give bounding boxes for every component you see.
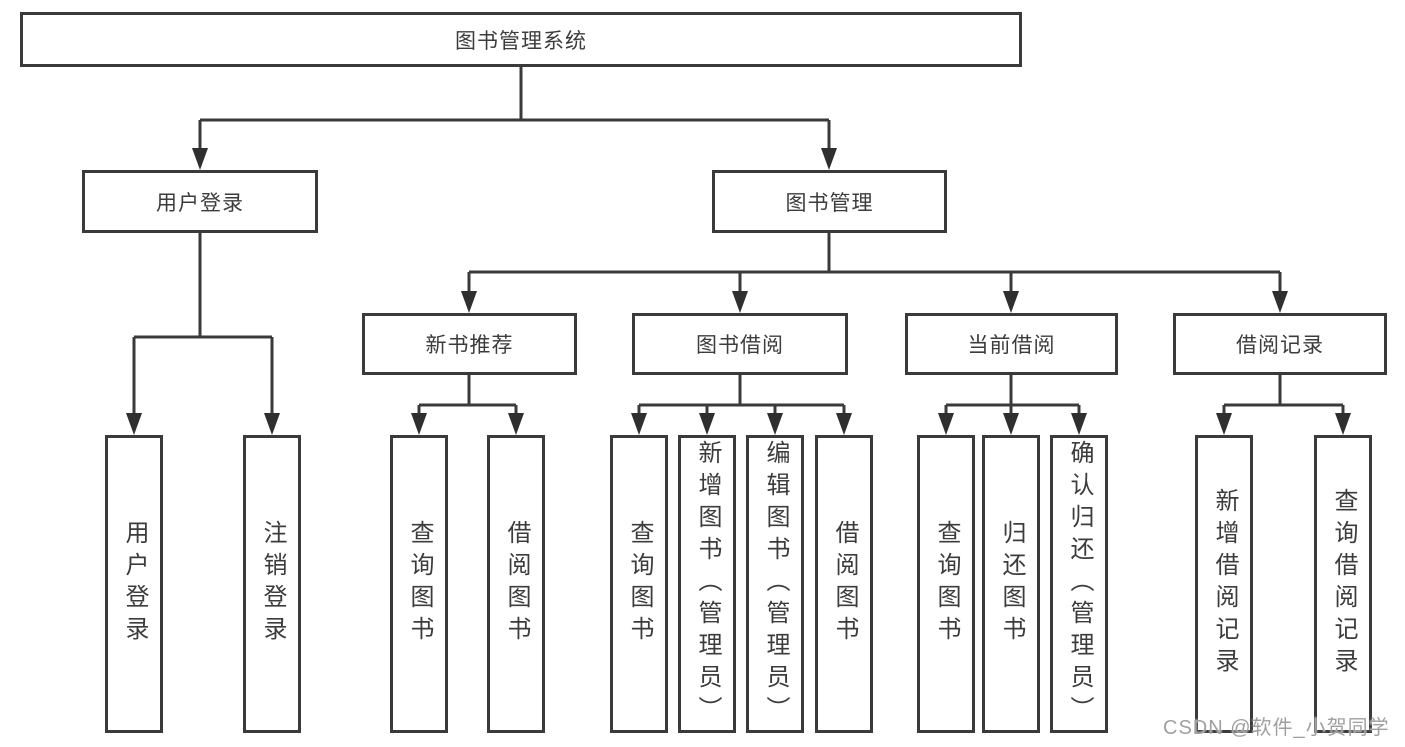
leaf-add-borrow-record: 新增借阅记录 <box>1195 435 1253 733</box>
node-borrow-record: 借阅记录 <box>1173 313 1387 375</box>
leaf-label: 查询图书 <box>626 520 653 648</box>
csdn-watermark: CSDN @软件_小贺同学 <box>1163 717 1390 739</box>
leaf-borrow-book: 借阅图书 <box>815 435 873 733</box>
leaf-query-book: 查询图书 <box>610 435 668 733</box>
leaf-user-login: 用户登录 <box>105 435 163 733</box>
leaf-edit-book-admin: 编辑图书（管理员） <box>746 435 804 733</box>
node-book-management: 图书管理 <box>712 170 947 233</box>
leaf-query-borrow-record: 查询借阅记录 <box>1314 435 1372 733</box>
leaf-label: 确认归还（管理员） <box>1066 440 1093 728</box>
leaf-query-book: 查询图书 <box>917 435 975 733</box>
node-label: 新书推荐 <box>425 334 514 357</box>
node-new-book-recommend: 新书推荐 <box>362 313 577 375</box>
node-label: 当前借阅 <box>967 334 1056 357</box>
node-label: 用户登录 <box>156 191 244 215</box>
leaf-label: 归还图书 <box>998 520 1025 648</box>
leaf-confirm-return-admin: 确认归还（管理员） <box>1050 435 1108 733</box>
leaf-logout: 注销登录 <box>243 435 301 733</box>
leaf-label: 编辑图书（管理员） <box>762 440 789 728</box>
leaf-label: 借阅图书 <box>831 520 858 648</box>
leaf-label: 查询图书 <box>933 520 960 648</box>
leaf-label: 新增图书（管理员） <box>694 440 721 728</box>
node-label: 图书借阅 <box>696 334 784 357</box>
node-label: 图书管理系统 <box>455 29 587 53</box>
leaf-label: 注销登录 <box>259 520 286 648</box>
leaf-label: 查询借阅记录 <box>1330 488 1357 680</box>
node-book-borrow: 图书借阅 <box>632 313 848 375</box>
node-root-system: 图书管理系统 <box>20 12 1022 67</box>
leaf-label: 新增借阅记录 <box>1211 488 1238 680</box>
leaf-label: 借阅图书 <box>503 520 530 648</box>
leaf-label: 用户登录 <box>121 520 148 648</box>
leaf-query-book: 查询图书 <box>390 435 448 733</box>
leaf-borrow-book: 借阅图书 <box>487 435 545 733</box>
leaf-return-book: 归还图书 <box>982 435 1040 733</box>
leaf-label: 查询图书 <box>406 520 433 648</box>
node-user-login: 用户登录 <box>82 170 318 233</box>
leaf-add-book-admin: 新增图书（管理员） <box>678 435 736 733</box>
node-label: 借阅记录 <box>1236 334 1324 357</box>
node-label: 图书管理 <box>785 191 874 215</box>
node-current-borrow: 当前借阅 <box>905 313 1118 375</box>
